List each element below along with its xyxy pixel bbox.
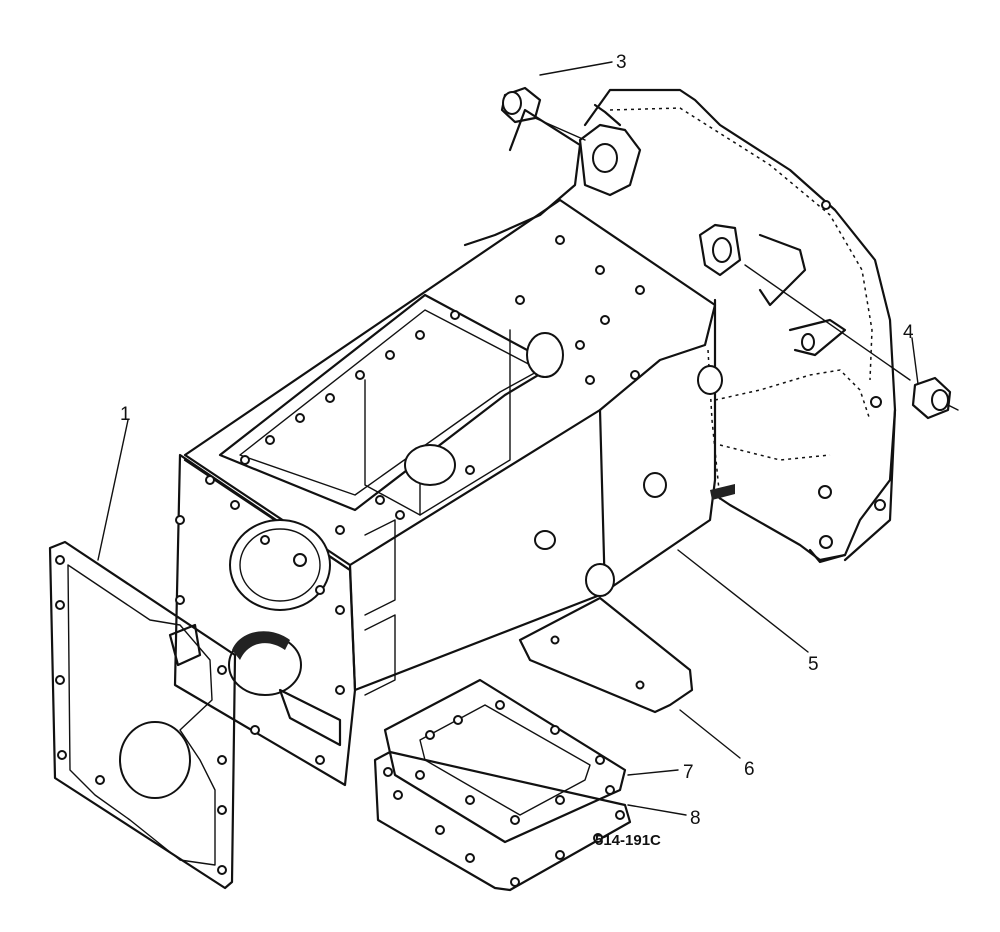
callout-6: 6 bbox=[744, 759, 755, 780]
top-mounting-bosses bbox=[463, 103, 642, 247]
callout-4: 4 bbox=[903, 322, 914, 343]
callout-7: 7 bbox=[683, 762, 694, 783]
front-gasket-1 bbox=[48, 540, 237, 890]
callout-1: 1 bbox=[120, 404, 131, 425]
cover-plate-8 bbox=[373, 750, 632, 892]
callout-8: 8 bbox=[690, 808, 701, 829]
dowel-pin-3 bbox=[500, 86, 586, 141]
dowel-pin-4 bbox=[744, 264, 959, 420]
rear-flange-housing bbox=[583, 88, 897, 564]
cover-plate-6 bbox=[518, 596, 694, 714]
callout-5: 5 bbox=[808, 654, 819, 675]
callout-3: 3 bbox=[616, 52, 627, 73]
transmission-case bbox=[173, 198, 735, 787]
gasket-7 bbox=[383, 678, 627, 844]
drawing-reference-number: 514-191C bbox=[595, 832, 661, 849]
leader-lines bbox=[97, 61, 919, 816]
